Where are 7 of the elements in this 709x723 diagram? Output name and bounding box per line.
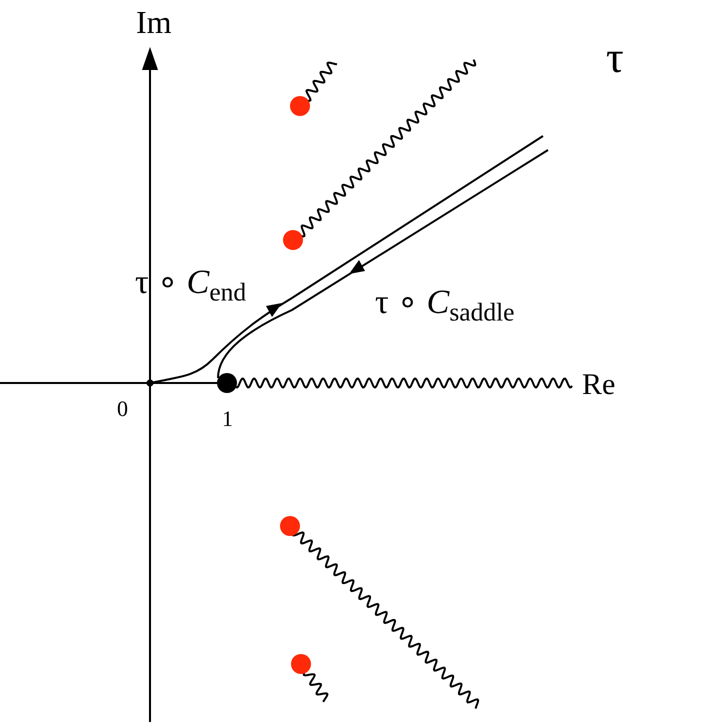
- axis-label: Re: [582, 370, 616, 400]
- tick-label: 1: [222, 408, 233, 430]
- contour-label: τ ∘ C$_{end}$: [135, 266, 246, 306]
- plane-label: τ: [606, 36, 624, 80]
- axis-label: Im: [136, 6, 172, 38]
- contour-label: τ ∘ C$_{saddle}$: [375, 286, 515, 326]
- tick-label: 0: [117, 398, 128, 420]
